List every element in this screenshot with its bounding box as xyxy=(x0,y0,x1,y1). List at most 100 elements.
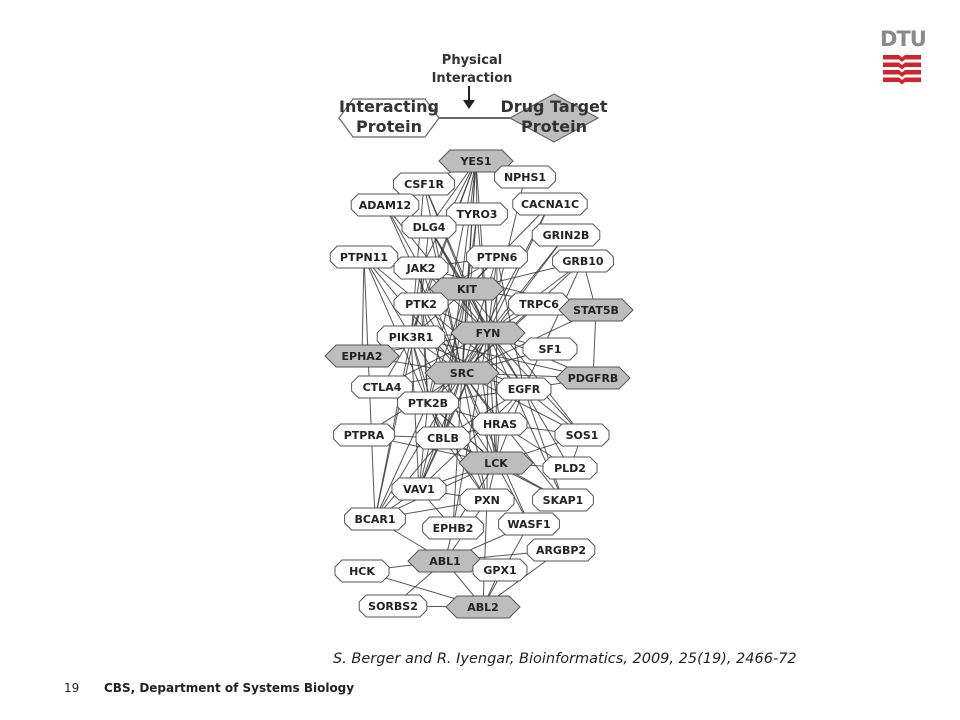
node-ptpra: PTPRA xyxy=(333,423,395,447)
node-ephb2: EPHB2 xyxy=(422,516,484,540)
node-shape-egfr xyxy=(496,377,552,401)
legend-arrow-label-line1: Physical xyxy=(442,53,502,68)
node-shape-pxn xyxy=(459,488,515,512)
node-label-pdgfrb: PDGFRB xyxy=(568,372,619,385)
node-tyro3: TYRO3 xyxy=(446,202,508,226)
node-shape-grin2b xyxy=(531,223,601,247)
node-shape-sorbs2 xyxy=(358,594,428,618)
node-pdgfrb: PDGFRB xyxy=(555,366,631,390)
edge-src-skap1 xyxy=(461,372,564,501)
node-shape-hras xyxy=(472,412,528,436)
node-skap1: SKAP1 xyxy=(532,488,594,512)
node-shape-cblb xyxy=(415,426,471,450)
node-shape-pld2 xyxy=(542,456,598,480)
dtu-logo: DTU xyxy=(880,26,927,86)
node-hck: HCK xyxy=(334,559,390,583)
edge-kit-vav1 xyxy=(418,288,468,490)
node-pik3r1: PIK3R1 xyxy=(376,325,446,349)
node-label-stat5b: STAT5B xyxy=(573,304,619,317)
node-label-adam12: ADAM12 xyxy=(359,199,411,212)
node-csf1r: CSF1R xyxy=(393,172,455,196)
node-shape-ephb2 xyxy=(422,516,484,540)
node-fyn: FYN xyxy=(450,321,526,345)
node-wasf1: WASF1 xyxy=(498,512,560,536)
node-src: SRC xyxy=(424,361,500,385)
node-label-wasf1: WASF1 xyxy=(507,518,550,531)
node-shape-gpx1 xyxy=(472,558,528,582)
node-ptk2b: PTK2B xyxy=(397,391,459,415)
node-label-sf1: SF1 xyxy=(538,343,561,356)
node-label-egfr: EGFR xyxy=(508,383,541,396)
node-label-hck: HCK xyxy=(349,565,375,578)
node-label-abl1: ABL1 xyxy=(429,555,461,568)
node-label-cacna1c: CACNA1C xyxy=(521,198,579,211)
node-abl2: ABL2 xyxy=(445,595,521,619)
node-shape-ptpn6 xyxy=(466,245,528,269)
node-label-lck: LCK xyxy=(484,457,508,470)
edge-egfr-pld2 xyxy=(523,388,571,469)
node-shape-tyro3 xyxy=(446,202,508,226)
node-adam12: ADAM12 xyxy=(350,193,420,217)
node-bcar1: BCAR1 xyxy=(344,507,406,531)
node-label-sorbs2: SORBS2 xyxy=(368,600,418,613)
node-shape-csf1r xyxy=(393,172,455,196)
legend-arrow-label-line2: Interaction xyxy=(432,71,513,86)
node-gpx1: GPX1 xyxy=(472,558,528,582)
edge-csf1r-fyn xyxy=(423,183,489,334)
node-egfr: EGFR xyxy=(496,377,552,401)
legend-interacting-line1: Interacting xyxy=(339,97,439,116)
logo-stripe xyxy=(883,62,921,70)
node-label-epha2: EPHA2 xyxy=(342,350,383,363)
node-label-grb10: GRB10 xyxy=(562,255,604,268)
node-label-ctla4: CTLA4 xyxy=(363,381,402,394)
edge-ptk2b-bcar1 xyxy=(374,402,429,520)
edge-pxn-abl2 xyxy=(482,499,488,608)
node-label-ptk2b: PTK2B xyxy=(408,397,448,410)
legend-target-line2: Protein xyxy=(521,117,587,136)
edge-kit-sos1 xyxy=(466,288,583,436)
node-shape-pik3r1 xyxy=(376,325,446,349)
node-cblb: CBLB xyxy=(415,426,471,450)
node-shape-bcar1 xyxy=(344,507,406,531)
node-pxn: PXN xyxy=(459,488,515,512)
node-label-fyn: FYN xyxy=(476,327,501,340)
node-ptk2: PTK2 xyxy=(393,292,449,316)
legend-interacting-line2: Protein xyxy=(356,117,422,136)
node-label-tyro3: TYRO3 xyxy=(457,208,498,221)
node-sos1: SOS1 xyxy=(554,423,610,447)
node-shape-stat5b xyxy=(558,298,634,322)
node-label-argbp2: ARGBP2 xyxy=(536,544,586,557)
node-label-ptpn11: PTPN11 xyxy=(340,251,388,264)
node-shape-wasf1 xyxy=(498,512,560,536)
edge-grb10-egfr xyxy=(523,260,584,390)
edge-ptpn11-epha2 xyxy=(361,256,365,357)
node-label-sos1: SOS1 xyxy=(566,429,599,442)
node-shape-fyn xyxy=(450,321,526,345)
node-label-trpc6: TRPC6 xyxy=(519,298,559,311)
slide-number: 19 xyxy=(64,681,80,695)
edge-ptk2b-pxn xyxy=(427,402,488,501)
logo-stripe xyxy=(883,77,921,85)
edge-egfr-vav1 xyxy=(418,388,525,490)
legend-interactor-shape xyxy=(338,98,440,138)
node-label-csf1r: CSF1R xyxy=(404,178,444,191)
node-cacna1c: CACNA1C xyxy=(512,192,588,216)
edge-src-ephb2 xyxy=(452,372,463,529)
node-shape-src xyxy=(424,361,500,385)
node-abl1: ABL1 xyxy=(407,549,483,573)
node-ptpn6: PTPN6 xyxy=(466,245,528,269)
legend-target-shape xyxy=(508,93,600,143)
node-shape-abl2 xyxy=(445,595,521,619)
logo-stripe xyxy=(883,55,921,62)
node-shape-pdgfrb xyxy=(555,366,631,390)
node-label-src: SRC xyxy=(450,367,474,380)
edge-src-wasf1 xyxy=(461,372,530,525)
node-shape-cacna1c xyxy=(512,192,588,216)
node-vav1: VAV1 xyxy=(391,477,447,501)
node-jak2: JAK2 xyxy=(393,256,449,280)
legend-target-line1: Drug Target xyxy=(500,97,607,116)
node-shape-sf1 xyxy=(522,337,578,361)
node-hras: HRAS xyxy=(472,412,528,436)
node-shape-ptpra xyxy=(333,423,395,447)
